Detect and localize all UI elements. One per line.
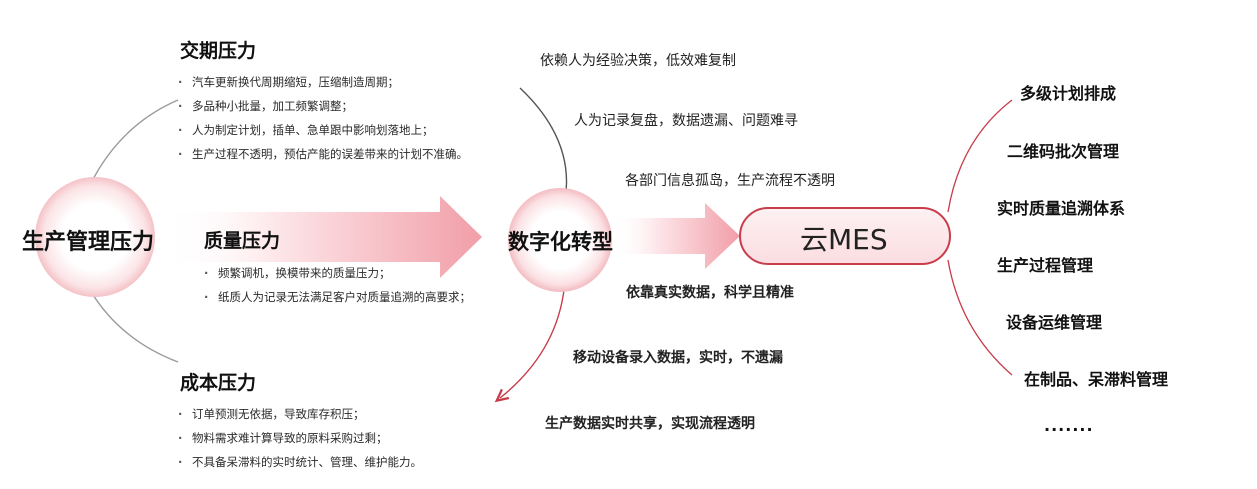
transform-circle [508, 188, 612, 292]
problem-text: 依赖人为经验决策，低效难复制 [540, 53, 736, 69]
arrow-to-mes [612, 203, 740, 269]
feature-item: 在制品、呆滞料管理 [1024, 370, 1169, 389]
left-circle [35, 177, 155, 297]
feature-item: 多级计划排成 [1020, 84, 1117, 103]
list-item: 不具备呆滞料的实时统计、管理、维护能力。 [178, 450, 422, 474]
cost-pressure-title: 成本压力 [180, 372, 257, 394]
right-arc-bottom [947, 259, 1013, 376]
middle-arc-red [500, 279, 566, 398]
feature-item: 实时质量追溯体系 [997, 199, 1126, 218]
delivery-pressure-list: 汽车更新换代周期缩短，压缩制造周期； 多品种小批量，加工频繁调整； 人为制定计划… [178, 70, 468, 166]
arrow-to-transform [165, 196, 482, 278]
quality-pressure-title: 质量压力 [204, 230, 281, 252]
right-arc-top [947, 99, 1013, 213]
benefit-text: 生产数据实时共享，实现流程透明 [545, 416, 755, 432]
digital-transformation-label: 数字化转型 [508, 230, 613, 254]
left-arc-top [89, 99, 179, 186]
left-arc-bottom [89, 289, 179, 363]
production-pressure-label: 生产管理压力 [22, 230, 155, 255]
problem-text: 人为记录复盘，数据遗漏、问题难寻 [574, 113, 798, 129]
feature-item: 生产过程管理 [997, 256, 1094, 275]
mes-pill [739, 207, 951, 265]
list-item: 频繁调机，换模带来的质量压力； [204, 261, 471, 285]
feature-ellipsis: ······· [1044, 420, 1094, 439]
benefit-text: 依靠真实数据，科学且精准 [626, 285, 794, 301]
cost-pressure-list: 订单预测无依据，导致库存积压； 物料需求难计算导致的原料采购过剩； 不具备呆滞料… [178, 402, 422, 474]
problem-text: 各部门信息孤岛，生产流程不透明 [625, 173, 835, 189]
list-item: 纸质人为记录无法满足客户对质量追溯的高要求； [204, 285, 471, 309]
list-item: 多品种小批量，加工频繁调整； [178, 94, 468, 118]
list-item: 订单预测无依据，导致库存积压； [178, 402, 422, 426]
list-item: 汽车更新换代周期缩短，压缩制造周期； [178, 70, 468, 94]
list-item: 人为制定计划，插单、急单跟中影响划落地上； [178, 118, 468, 142]
middle-arc [519, 87, 568, 201]
list-item: 物料需求难计算导致的原料采购过剩； [178, 426, 422, 450]
feature-item: 设备运维管理 [1006, 313, 1103, 332]
list-item: 生产过程不透明，预估产能的误差带来的计划不准确。 [178, 142, 468, 166]
quality-pressure-list: 频繁调机，换模带来的质量压力； 纸质人为记录无法满足客户对质量追溯的高要求； [204, 261, 471, 309]
feature-item: 二维码批次管理 [1007, 142, 1120, 161]
delivery-pressure-title: 交期压力 [180, 40, 257, 62]
cloud-mes-label: 云MES [800, 223, 888, 256]
benefit-text: 移动设备录入数据，实时，不遗漏 [573, 350, 783, 366]
